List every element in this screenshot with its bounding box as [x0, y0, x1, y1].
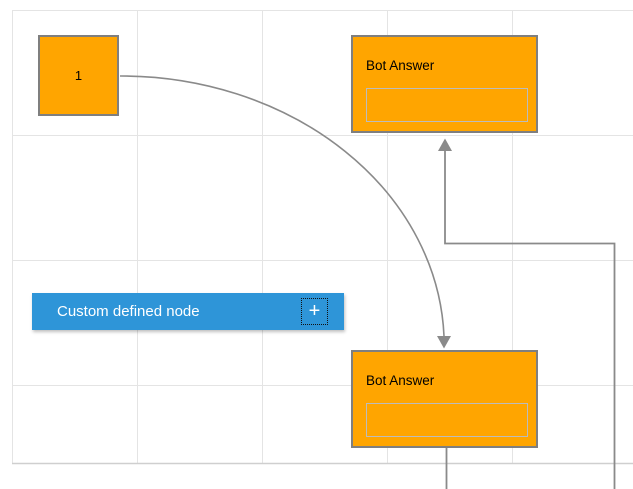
connectors [119, 75, 616, 489]
arrowhead-down-icon [437, 336, 451, 349]
node-custom-defined[interactable]: Custom defined node + [32, 293, 344, 330]
node-1[interactable]: 1 [38, 35, 119, 116]
node-1-label: 1 [74, 68, 83, 83]
arrowheads [437, 138, 452, 349]
bot-answer-text-box[interactable] [366, 403, 528, 437]
plus-glyph: + [308, 299, 321, 322]
bot-answer-title: Bot Answer [366, 58, 435, 73]
arrowhead-up-icon [438, 138, 452, 151]
node-bot-answer-bottom[interactable]: Bot Answer [351, 350, 538, 448]
node-bot-answer-top[interactable]: Bot Answer [351, 35, 538, 133]
plus-icon[interactable]: + [301, 298, 328, 325]
bot-answer-title: Bot Answer [366, 373, 435, 388]
connector-curve[interactable] [119, 75, 445, 337]
custom-node-label: Custom defined node [57, 303, 200, 320]
connector-orthogonal[interactable] [444, 150, 616, 489]
bot-answer-text-box[interactable] [366, 88, 528, 122]
